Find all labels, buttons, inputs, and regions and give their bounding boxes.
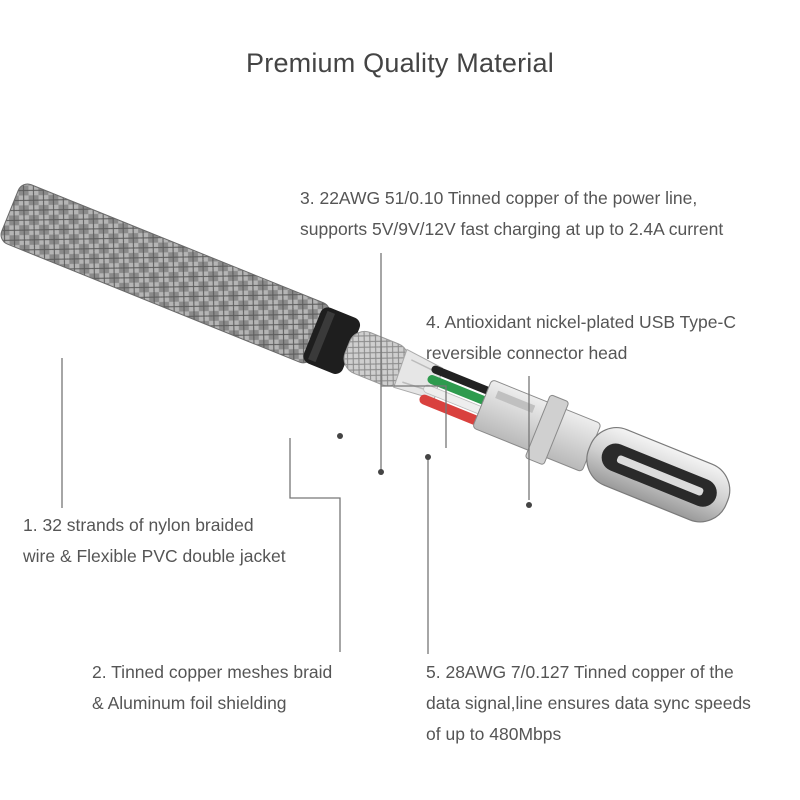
callout-power-line: 3. 22AWG 51/0.10 Tinned copper of the po… — [300, 183, 723, 245]
callout-data-line-line2: data signal,line ensures data sync speed… — [426, 693, 751, 713]
leader-dots — [337, 433, 532, 508]
page-title: Premium Quality Material — [246, 48, 554, 78]
callout-data-line-line1: 5. 28AWG 7/0.127 Tinned copper of the — [426, 662, 734, 682]
usb-type-c-shell — [586, 427, 731, 523]
leader-lines — [61, 253, 530, 654]
callout-mesh-shielding-line2: & Aluminum foil shielding — [92, 693, 287, 713]
callout-mesh-shielding-line1: 2. Tinned copper meshes braid — [92, 662, 333, 682]
connector-body — [473, 380, 601, 472]
callout-nylon-braid-line2: wire & Flexible PVC double jacket — [23, 546, 286, 566]
callout-connector-head-line2: reversible connector head — [426, 343, 628, 363]
callout-connector-head-line1: 4. Antioxidant nickel-plated USB Type-C — [426, 312, 736, 332]
callout-nylon-braid: 1. 32 strands of nylon braided wire & Fl… — [23, 510, 286, 572]
callout-power-line-line1: 3. 22AWG 51/0.10 Tinned copper of the po… — [300, 188, 698, 208]
callout-data-line: 5. 28AWG 7/0.127 Tinned copper of the da… — [426, 657, 751, 750]
callout-connector-head: 4. Antioxidant nickel-plated USB Type-C … — [426, 307, 736, 369]
callout-power-line-line2: supports 5V/9V/12V fast charging at up t… — [300, 219, 724, 239]
callout-nylon-braid-line1: 1. 32 strands of nylon braided — [23, 515, 254, 535]
callout-data-line-line3: of up to 480Mbps — [426, 724, 562, 744]
callout-mesh-shielding: 2. Tinned copper meshes braid & Aluminum… — [92, 657, 332, 719]
nylon-braided-sleeve — [0, 183, 331, 364]
inner-wires — [419, 365, 501, 427]
